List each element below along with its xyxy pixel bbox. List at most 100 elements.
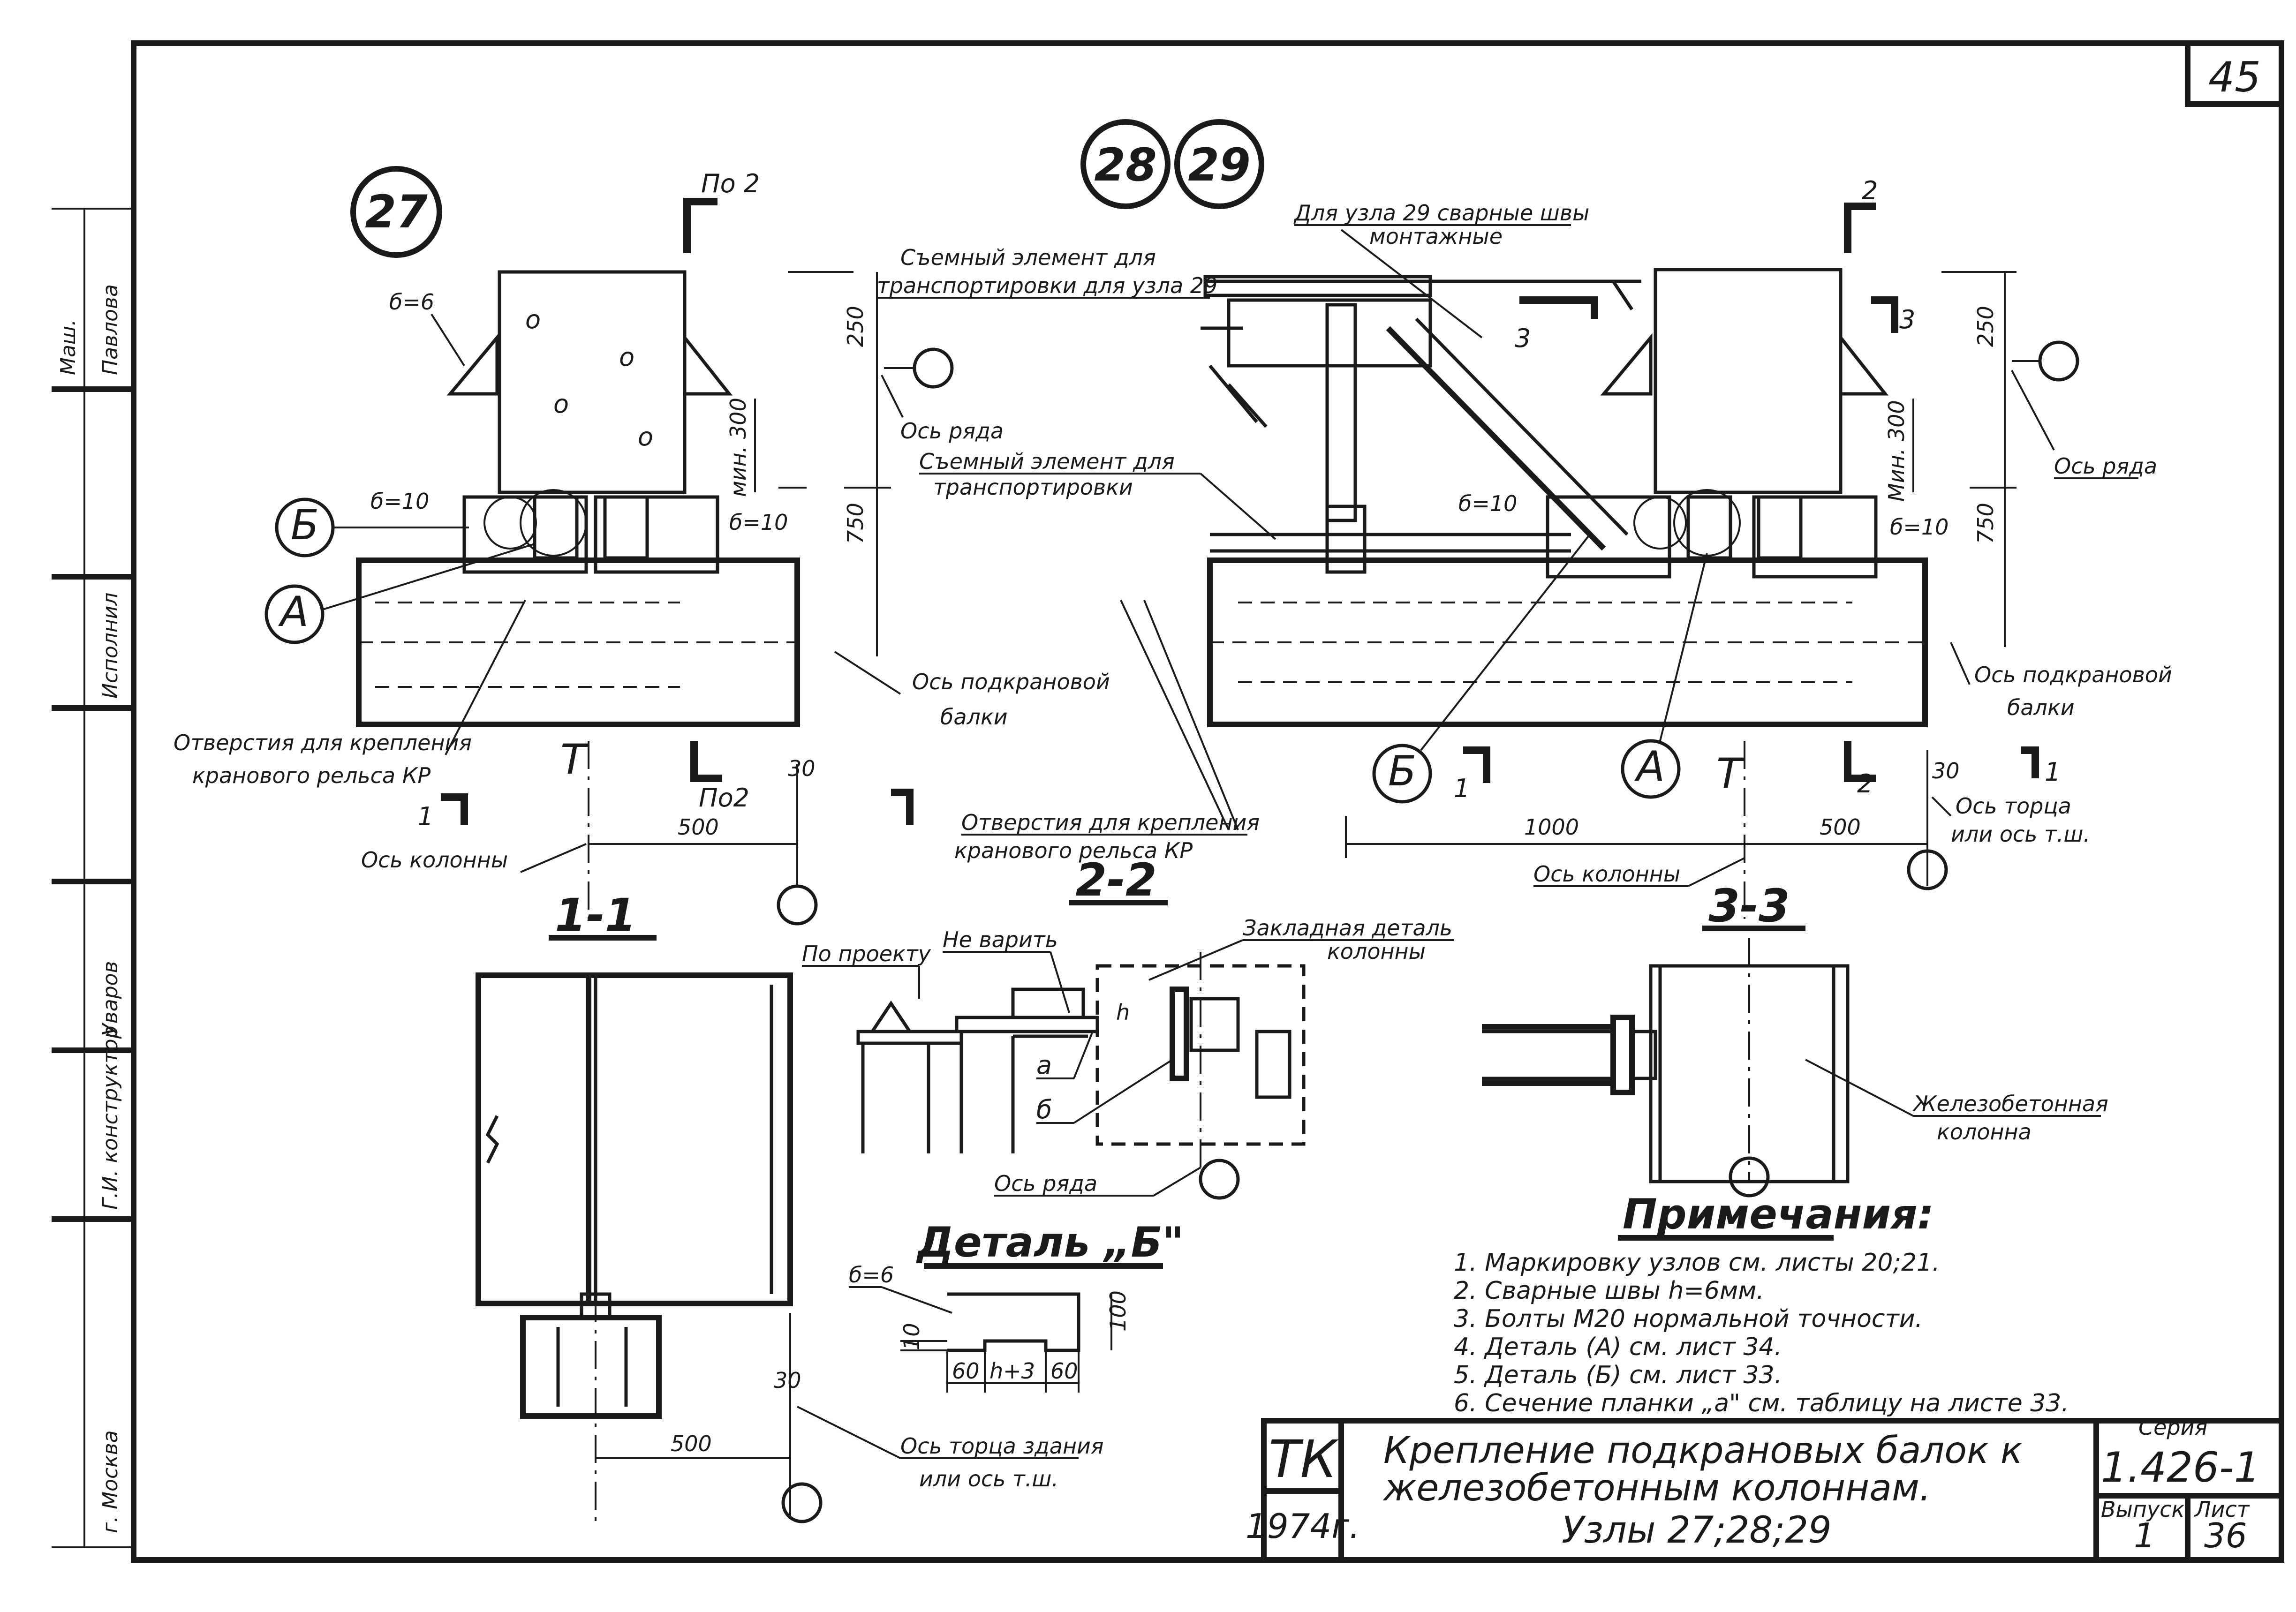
page-number: 45 (2208, 53, 2261, 101)
svg-text:o: o (553, 389, 569, 419)
notes-title: Примечания: (1623, 1190, 1934, 1238)
node27-holes-2: кранового рельса КР (192, 763, 430, 788)
section-2-2-title: 2-2 (1075, 854, 1156, 906)
note-item-3: 4. Деталь (А) см. лист 34. (1454, 1333, 1782, 1361)
node2829-dim-500: 500 (1820, 814, 1861, 840)
section33-rc-column-1: Железобетонная (1912, 1091, 2108, 1116)
node2829-holes-1: Отверстия для крепления (961, 810, 1260, 835)
node-27-label: 27 (365, 186, 428, 238)
detail-b-dim-h: h+3 (989, 1358, 1035, 1384)
title-org: ТК (1269, 1429, 1339, 1489)
removable-1: Съемный элемент для (919, 449, 1175, 474)
section-1-1: 1-1 500 30 Ось торца здания или ось т.ш. (476, 889, 1104, 1524)
node27-section-mark-bottom: По2 (699, 783, 749, 813)
stamp-text-4: Г.И. конструктор (98, 1026, 122, 1210)
svg-text:o: o (525, 305, 541, 334)
sheet-value: 36 (2204, 1516, 2247, 1555)
detail-b-title: Деталь „Б" (916, 1218, 1184, 1266)
node2829-axis-beam-2: балки (2007, 695, 2075, 720)
node2829-dim-30: 30 (1932, 758, 1960, 783)
section11-axis-end-2: или ось т.ш. (919, 1466, 1058, 1491)
node-28-bubble (1080, 119, 1171, 209)
node-28-label: 28 (1094, 139, 1157, 191)
note-item-1: 2. Сварные швы h=6мм. (1454, 1277, 1764, 1305)
section-3-3: 3-3 Железобетонная колонна (1482, 880, 2108, 1198)
node27-dim-min300: мин. 300 (725, 398, 751, 497)
node2829-holes-2: кранового рельса КР (954, 838, 1193, 863)
note-item-2: 3. Болты М20 нормальной точности. (1454, 1305, 1923, 1333)
section22-embedded-2: колонны (1327, 939, 1426, 964)
series-value: 1.426-1 (2101, 1443, 2260, 1491)
section11-axis-end-1: Ось торца здания (900, 1433, 1104, 1459)
title-line-2: железобетонным колоннам. (1382, 1467, 1931, 1509)
node-27-bubble (350, 166, 442, 258)
node27-axis-beam-1: Ось подкрановой (912, 669, 1110, 694)
node27-mark-t: Т (560, 735, 589, 783)
node27-detail-b: Б (291, 501, 319, 549)
section11-dim-30: 30 (774, 1368, 801, 1393)
node2829-axis-row: Ось ряда (2054, 453, 2157, 479)
node27-dim-250: 250 (843, 306, 868, 347)
node27-dim-30: 30 (788, 756, 816, 781)
series-label: Серия (2138, 1415, 2207, 1440)
node2829-mark-t: Т (1716, 749, 1745, 798)
section22-label-a: а (1036, 1050, 1052, 1080)
detail-b-dim-60-right: 60 (1050, 1358, 1078, 1384)
stamp-text-2: Исполнил (98, 593, 122, 699)
node2829-cut-2-bottom: 2 (1857, 769, 1873, 798)
stamp-text-5: г. Москва (98, 1430, 122, 1533)
removable-2: транспортировки (933, 475, 1133, 500)
node27-section-mark: По 2 (701, 169, 760, 198)
node-29-bubble (1174, 119, 1264, 209)
removable-29-1: Съемный элемент для (900, 245, 1156, 270)
node2829-axis-beam-1: Ось подкрановой (1974, 662, 2172, 687)
notes-block: Примечания: 1. Маркировку узлов см. лист… (1454, 1190, 2069, 1417)
section11-dim-500: 500 (671, 1431, 712, 1456)
node27-plate-b10-left: б=10 (370, 489, 429, 514)
detail-b-dim-100: 100 (1105, 1290, 1131, 1332)
node27-plate-b10-right: б=10 (729, 510, 788, 535)
node-27-drawing: 27 По 2 o o o o б=6 б=10 б=10 Б А (174, 166, 1110, 926)
node2829-plate-b10-left: б=10 (1458, 491, 1517, 516)
title-line-1: Крепление подкрановых балок к (1383, 1430, 2023, 1472)
node27-holes-1: Отверстия для крепления (174, 730, 472, 755)
section22-axis-row: Ось ряда (994, 1171, 1097, 1196)
node2829-dim-750: 750 (1973, 503, 1998, 544)
node2829-cut-2-top: 2 (1862, 176, 1878, 205)
stamp-text-1: Павлова (98, 284, 122, 375)
node27-axis-column: Ось колонны (361, 847, 508, 873)
node2829-cut-1-left: 1 (1454, 774, 1470, 803)
section22-embedded-1: Закладная деталь (1243, 915, 1452, 941)
svg-text:o: o (619, 342, 634, 372)
title-year: 1974г. (1246, 1507, 1360, 1546)
section-2-2: 2-2 По проекту Не варить Закладная детал… (802, 854, 1454, 1200)
node27-cut-1: 1 (417, 802, 433, 831)
sheet-label: Лист (2194, 1497, 2250, 1522)
node2829-cut-3-top: 3 (1515, 324, 1531, 353)
removable-29-2: транспортировки для узла 29 (877, 273, 1217, 298)
node2829-dim-min300: Мин. 300 (1884, 400, 1909, 502)
section22-label-h: h (1116, 1000, 1130, 1025)
node27-dim-750: 750 (843, 503, 868, 544)
node2829-cut-3-right: 3 (1899, 305, 1915, 334)
issue-value: 1 (2134, 1516, 2155, 1555)
detail-b-drawing: Деталь „Б" б=6 100 10 60 h+3 60 (849, 1218, 1184, 1393)
side-stamp: Маш. Павлова Исполнил Уваров Г.И. констр… (52, 208, 134, 1548)
detail-b-dim-60-left: 60 (952, 1358, 980, 1384)
node2829-axis-column: Ось колонны (1533, 861, 1680, 887)
weld-note-2: монтажные (1369, 224, 1503, 249)
node2829-detail-a: А (1634, 742, 1665, 791)
svg-text:o: o (638, 422, 653, 452)
section22-no-weld: Не варить (943, 927, 1058, 952)
section33-rc-column-2: колонна (1937, 1119, 2032, 1145)
weld-note-1: Для узла 29 сварные швы (1293, 200, 1589, 226)
section22-by-project: По проекту (802, 941, 931, 966)
node2829-axis-end-1: Ось торца (1956, 793, 2071, 819)
node2829-dim-250: 250 (1973, 306, 1998, 347)
node-29-label: 29 (1188, 139, 1251, 191)
note-item-0: 1. Маркировку узлов см. листы 20;21. (1454, 1249, 1940, 1277)
node2829-dim-1000: 1000 (1524, 814, 1579, 840)
note-item-4: 5. Деталь (Б) см. лист 33. (1454, 1361, 1782, 1389)
detail-b-plate: б=6 (849, 1262, 894, 1288)
